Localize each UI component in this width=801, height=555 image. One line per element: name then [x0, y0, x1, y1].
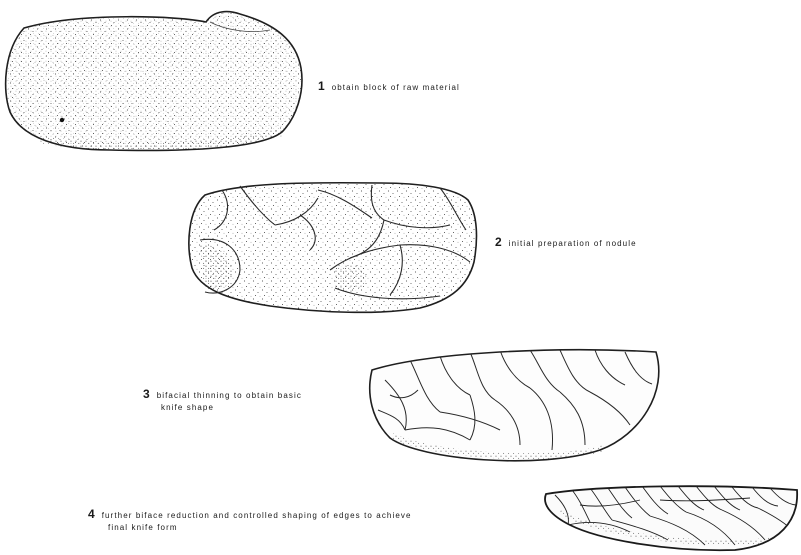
final-knife [545, 486, 797, 550]
stage-3-text-line2: knife shape [143, 402, 302, 414]
stage-4-text-line2: final knife form [88, 522, 412, 534]
stage-1-number: 1 [318, 79, 325, 93]
stage-2-caption: 2 initial preparation of nodule [495, 236, 637, 250]
bifacial-knife-blank [370, 350, 659, 461]
prepared-nodule [189, 183, 477, 313]
raw-material-block [6, 12, 302, 151]
stage-4-text: further biface reduction and controlled … [102, 511, 412, 520]
stage-2-number: 2 [495, 235, 502, 249]
stage-1-text: obtain block of raw material [332, 83, 460, 92]
stage-4-number: 4 [88, 507, 95, 521]
stage-3-number: 3 [143, 387, 150, 401]
stage-1-caption: 1 obtain block of raw material [318, 80, 460, 94]
stage-4-caption: 4 further biface reduction and controlled… [88, 508, 412, 534]
stage-3-caption: 3 bifacial thinning to obtain basic knife… [143, 388, 302, 414]
stage-2-text: initial preparation of nodule [509, 239, 637, 248]
stage-3-text: bifacial thinning to obtain basic [157, 391, 302, 400]
